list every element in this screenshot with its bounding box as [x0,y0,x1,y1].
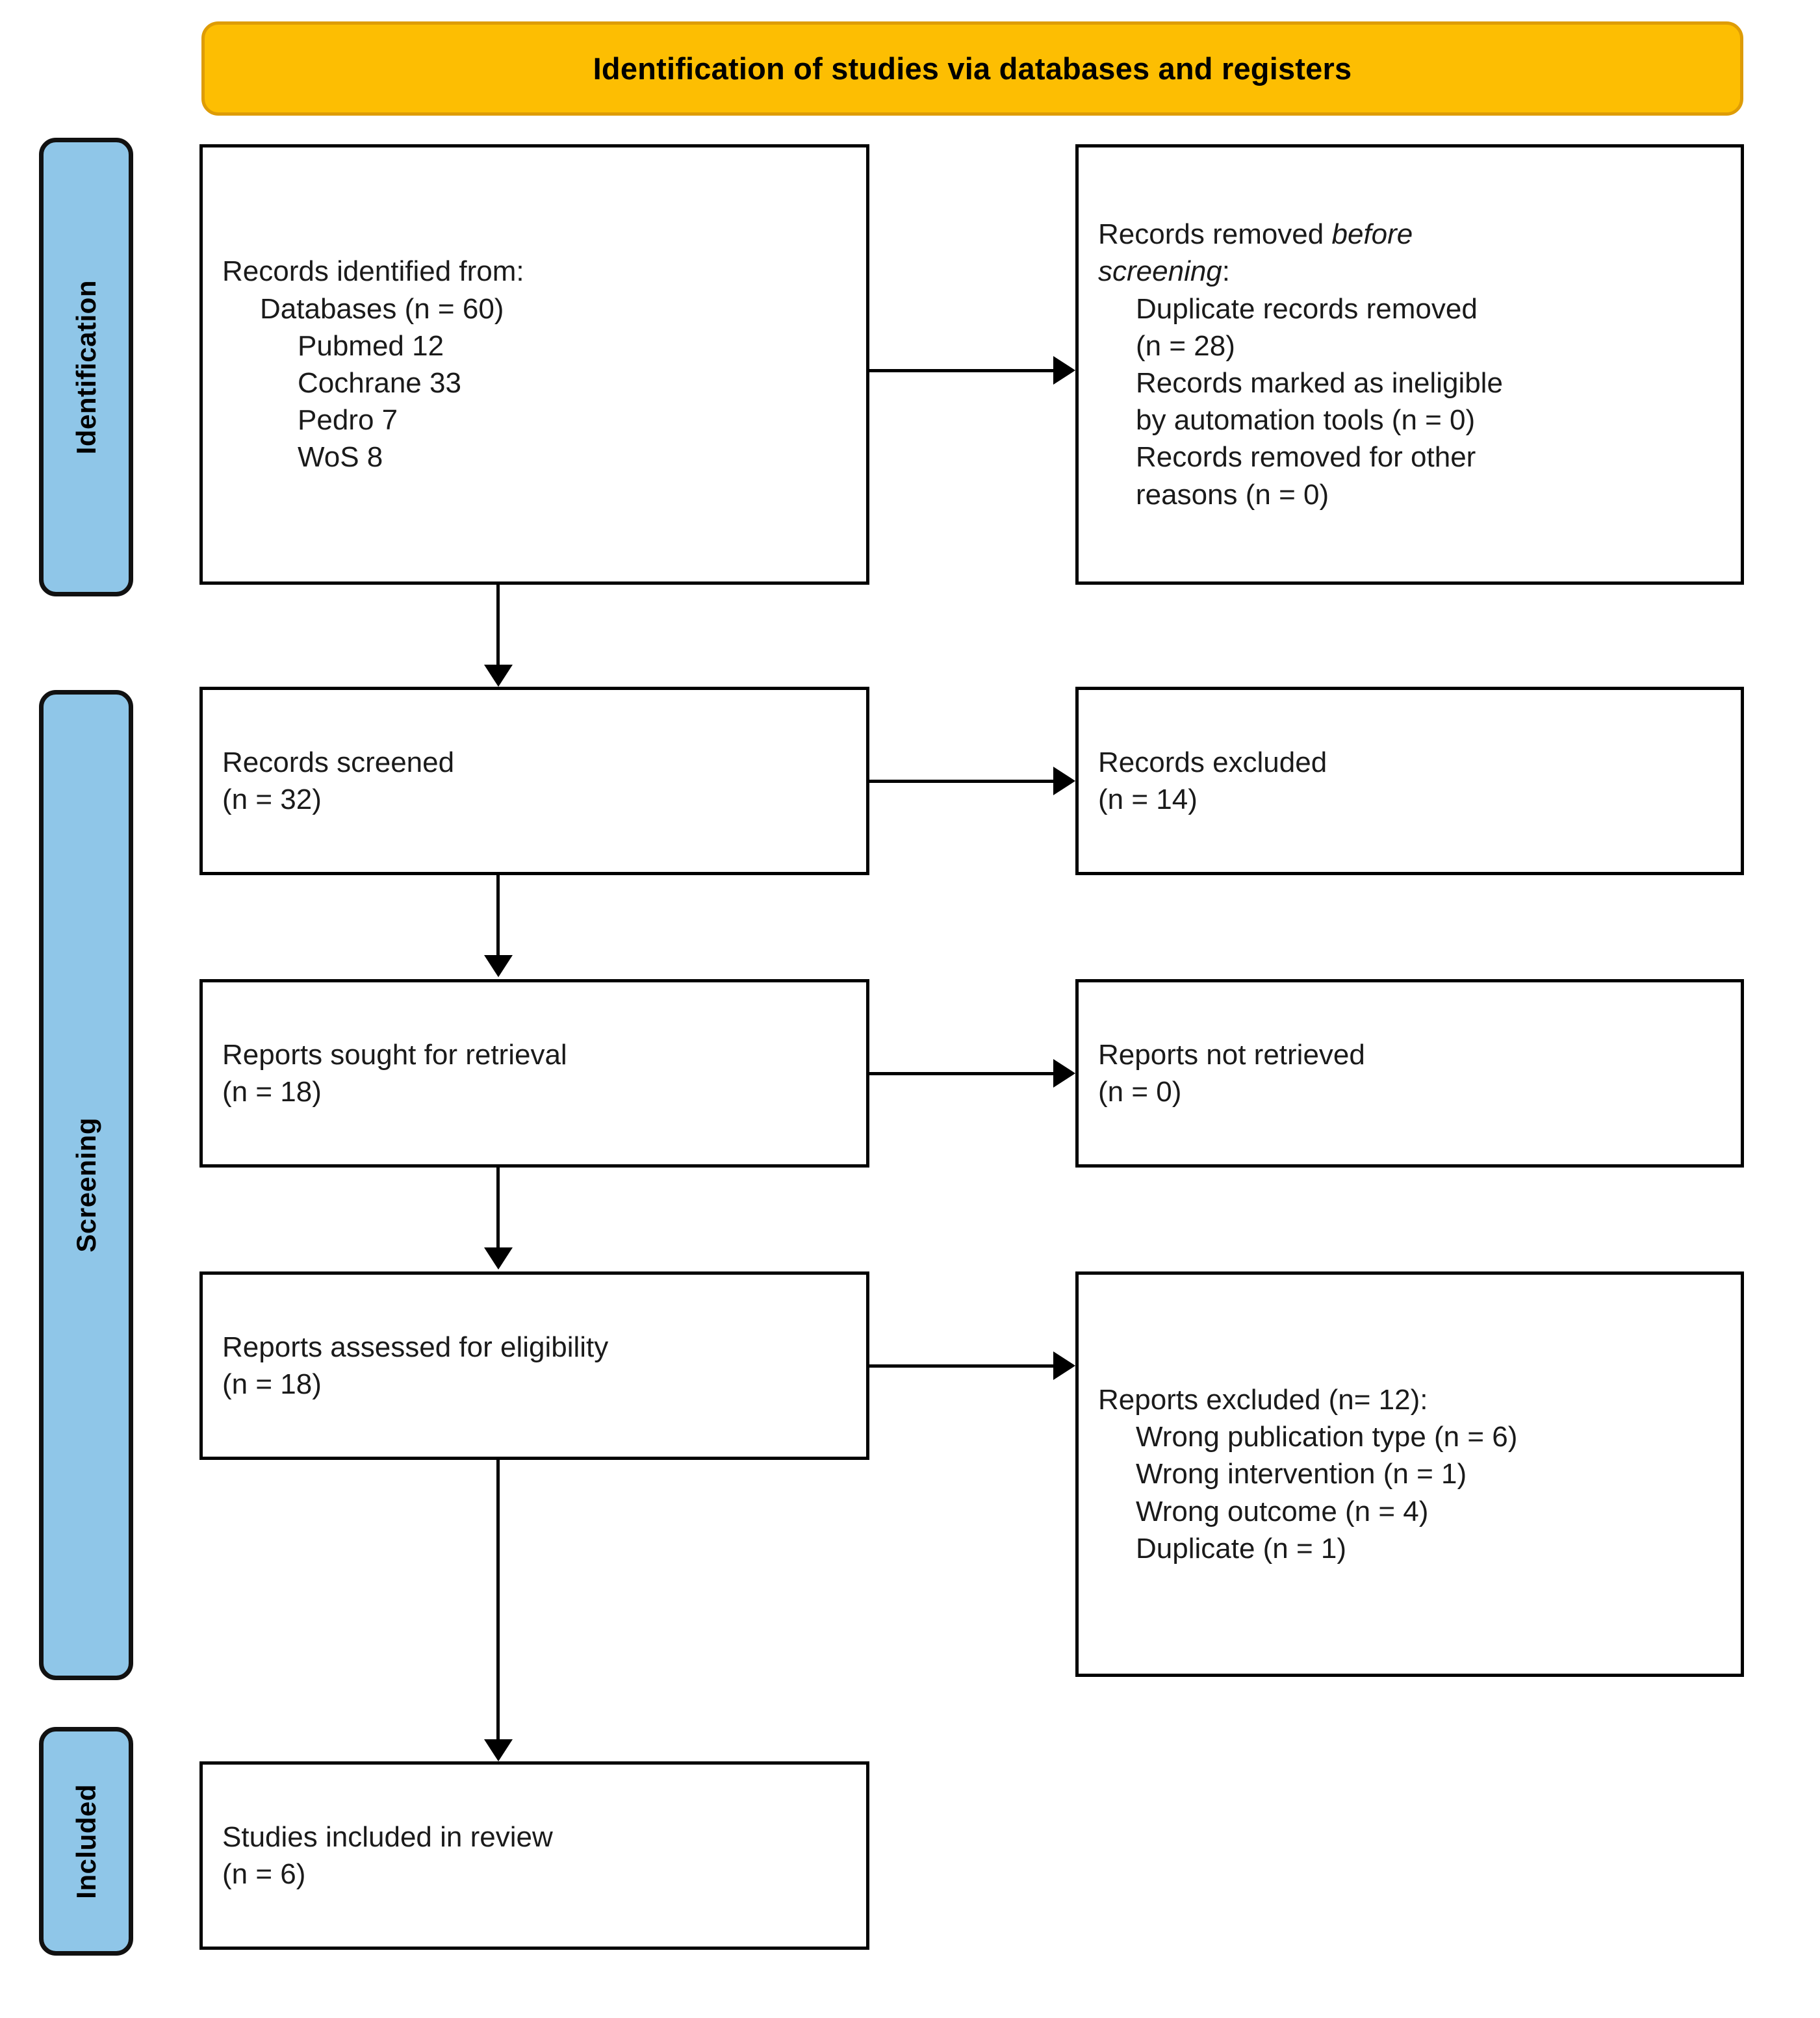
stage-tab-identification: Identification [39,138,133,596]
records-removed-line-2-colon: : [1222,255,1231,288]
box-records-identified: Records identified from: Databases (n = … [199,144,869,585]
studies-included-line-1: Studies included in review [222,1820,553,1853]
records-removed-line-7: Records removed for other [1136,441,1476,474]
connector-identified-to-removed [869,369,1053,372]
box-reports-excluded-body: Reports excluded (n= 12): Wrong publicat… [1079,1381,1741,1567]
connector-assessed-to-excluded [869,1364,1053,1368]
records-removed-line-1: Records removed before [1098,216,1721,253]
banner-title: Identification of studies via databases … [593,51,1352,86]
box-records-removed: Records removed before screening: Duplic… [1075,144,1744,585]
arrowhead-screened-to-sought [484,955,513,977]
arrowhead-screened-to-excluded [1053,767,1075,795]
arrowhead-assessed-to-excluded [1053,1351,1075,1380]
box-reports-not-retrieved: Reports not retrieved (n = 0) [1075,979,1744,1168]
connector-screened-to-excluded [869,780,1053,783]
reports-excluded-line-5: Duplicate (n = 1) [1136,1532,1347,1565]
records-removed-line-4: (n = 28) [1136,329,1235,362]
records-excluded-line-2: (n = 14) [1098,784,1198,815]
reports-assessed-line-1: Reports assessed for eligibility [222,1331,609,1363]
records-screened-line-1: Records screened [222,746,455,778]
box-reports-sought-body: Reports sought for retrieval (n = 18) [203,1036,866,1110]
diagram-header-banner: Identification of studies via databases … [201,21,1743,116]
reports-sought-line-1: Reports sought for retrieval [222,1038,567,1071]
records-removed-line-5: Records marked as ineligible [1136,367,1503,399]
records-removed-line-1-plain: Records removed [1098,218,1332,251]
reports-excluded-line-3: Wrong intervention (n = 1) [1136,1458,1467,1490]
box-reports-not-retrieved-body: Reports not retrieved (n = 0) [1079,1036,1741,1110]
stage-label-screening: Screening [70,1118,101,1253]
connector-identified-to-screened [496,585,500,665]
box-reports-sought: Reports sought for retrieval (n = 18) [199,979,869,1168]
arrowhead-identified-to-removed [1053,356,1075,385]
arrowhead-identified-to-screened [484,665,513,687]
box-records-screened: Records screened (n = 32) [199,687,869,875]
reports-not-retrieved-line-2: (n = 0) [1098,1076,1182,1108]
records-identified-line-3: Pubmed 12 [298,329,444,362]
arrowhead-sought-to-assessed [484,1247,513,1270]
reports-excluded-line-1: Reports excluded (n= 12): [1098,1384,1428,1416]
box-records-excluded: Records excluded (n = 14) [1075,687,1744,875]
reports-assessed-line-2: (n = 18) [222,1368,322,1400]
box-reports-excluded: Reports excluded (n= 12): Wrong publicat… [1075,1271,1744,1677]
records-removed-line-8: reasons (n = 0) [1136,478,1329,511]
records-removed-line-3: Duplicate records removed [1136,292,1478,325]
box-reports-assessed-body: Reports assessed for eligibility (n = 18… [203,1329,866,1403]
box-studies-included-body: Studies included in review (n = 6) [203,1819,866,1893]
records-identified-line-4: Cochrane 33 [298,367,461,399]
reports-not-retrieved-line-1: Reports not retrieved [1098,1038,1365,1071]
box-records-identified-body: Records identified from: Databases (n = … [203,253,866,476]
box-records-excluded-body: Records excluded (n = 14) [1079,744,1741,818]
records-removed-line-6: by automation tools (n = 0) [1136,404,1476,437]
connector-screened-to-sought [496,875,500,955]
reports-excluded-line-2: Wrong publication type (n = 6) [1136,1421,1518,1453]
box-reports-assessed: Reports assessed for eligibility (n = 18… [199,1271,869,1460]
records-removed-line-1-italic: before [1331,218,1413,251]
box-studies-included: Studies included in review (n = 6) [199,1761,869,1950]
stage-tab-included: Included [39,1727,133,1956]
records-excluded-line-1: Records excluded [1098,746,1327,778]
records-identified-line-2: Databases (n = 60) [260,292,504,325]
box-records-removed-body: Records removed before screening: Duplic… [1079,216,1741,513]
records-identified-line-6: WoS 8 [298,441,383,474]
studies-included-line-2: (n = 6) [222,1858,306,1890]
reports-sought-line-2: (n = 18) [222,1076,322,1108]
stage-label-identification: Identification [70,279,101,455]
connector-sought-to-not-retrieved [869,1072,1053,1075]
records-screened-line-2: (n = 32) [222,784,322,815]
records-removed-line-2-italic: screening [1098,255,1222,288]
records-identified-line-5: Pedro 7 [298,404,398,437]
records-identified-line-1: Records identified from: [222,255,524,288]
arrowhead-assessed-to-included [484,1739,513,1761]
box-records-screened-body: Records screened (n = 32) [203,744,866,818]
reports-excluded-line-4: Wrong outcome (n = 4) [1136,1495,1429,1527]
stage-label-included: Included [70,1783,101,1899]
stage-tab-screening: Screening [39,690,133,1680]
connector-sought-to-assessed [496,1168,500,1247]
records-removed-line-2: screening: [1098,253,1721,290]
arrowhead-sought-to-not-retrieved [1053,1059,1075,1088]
connector-assessed-to-included [496,1460,500,1739]
